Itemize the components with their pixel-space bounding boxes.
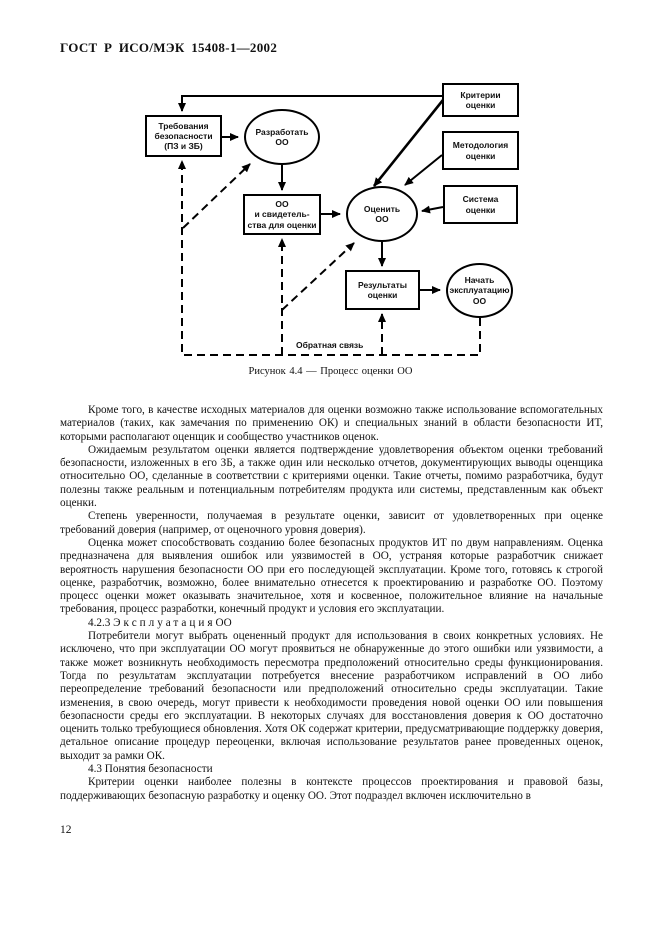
feedback-label: Обратная связь	[296, 340, 364, 350]
heading-word: Эксплуатация	[113, 616, 216, 629]
connector-criteria-to-requirements	[178, 95, 442, 112]
paragraph-evaluation-benefits: Оценка может способствовать созданию бол…	[60, 536, 603, 616]
body-text: Кроме того, в качестве исходных материал…	[60, 404, 603, 803]
node-evaluation-criteria: Критерии оценки	[442, 83, 519, 117]
node-operate-toe: Начать эксплуатацию ОО	[446, 263, 513, 318]
node-security-requirements: Требования безопасности (ПЗ и ЗБ)	[145, 115, 222, 157]
document-header-title: ГОСТ Р ИСО/МЭК 15408-1—2002	[60, 40, 278, 55]
page-number: 12	[60, 824, 72, 836]
heading-suffix: ОО	[215, 616, 232, 629]
paragraph-materials: Кроме того, в качестве исходных материал…	[60, 404, 603, 443]
feedback-to-develop	[182, 163, 251, 229]
section-heading-4-2-3: 4.2.3 ЭксплуатацияОО	[60, 617, 603, 630]
feedback-to-evaluate	[281, 242, 355, 311]
evaluation-process-diagram: Требования безопасности (ПЗ и ЗБ) Разраб…	[100, 80, 570, 370]
node-evaluation-scheme: Система оценки	[443, 185, 518, 224]
node-evaluate-toe: Оценить ОО	[346, 186, 418, 242]
section-heading-4-3: 4.3 Понятия безопасности	[88, 763, 213, 776]
node-develop-toe: Разработать ОО	[244, 109, 320, 165]
node-evaluation-results: Результаты оценки	[345, 270, 420, 310]
connector-methodology-to-evaluate	[404, 154, 443, 186]
node-toe-and-evidence: ОО и свидетель- ства для оценки	[243, 194, 321, 235]
figure-caption: Рисунок 4.4 — Процесс оценки ОО	[248, 366, 413, 377]
paragraph-security-concepts: Критерии оценки наиболее полезны в конте…	[60, 776, 603, 802]
heading-number: 4.2.3	[88, 616, 111, 629]
paragraph-expected-result: Ожидаемым результатом оценки является по…	[60, 443, 603, 510]
connector-system-to-evaluate	[421, 205, 444, 214]
connector-criteria-to-evaluate	[372, 99, 445, 187]
feedback-operate-to-requirements	[178, 160, 481, 356]
paragraph-operation: Потребители могут выбрать оцененный прод…	[60, 630, 603, 762]
node-evaluation-methodology: Методология оценки	[442, 131, 519, 170]
paragraph-assurance-degree: Степень уверенности, получаемая в резуль…	[60, 510, 603, 536]
diagram-connectors	[178, 95, 481, 356]
